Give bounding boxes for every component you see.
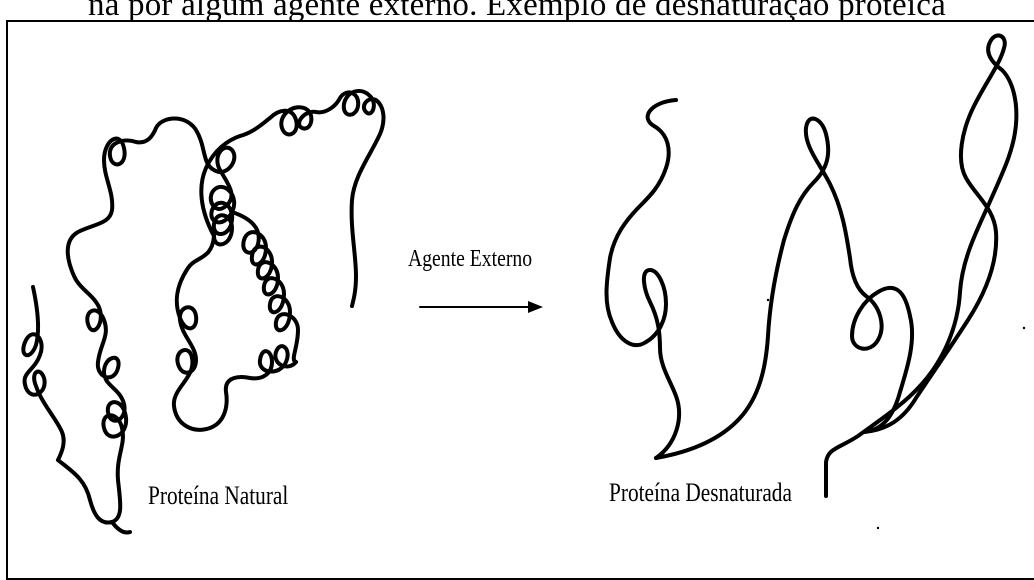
natural-protein-strand-inner [174, 236, 296, 430]
denatured-protein-label: Proteína Desnaturada [609, 478, 792, 508]
natural-protein-label: Proteína Natural [148, 481, 288, 511]
denatured-protein-strand-3 [826, 35, 1016, 496]
speck-dot [877, 527, 879, 529]
natural-protein-strand-right-lobe [232, 212, 298, 362]
natural-protein-strand-tail [112, 522, 130, 533]
denatured-protein-strand-2 [656, 119, 912, 458]
denatured-protein-strand-1 [607, 100, 680, 458]
arrow-label: Agente Externo [408, 246, 532, 273]
reaction-arrowhead-icon [528, 301, 543, 313]
natural-protein-strand-top [201, 91, 383, 306]
natural-protein-strand-main [58, 119, 234, 523]
speck-dot [1023, 327, 1025, 329]
natural-protein-strand-left [23, 287, 63, 460]
speck-dot [767, 299, 769, 301]
